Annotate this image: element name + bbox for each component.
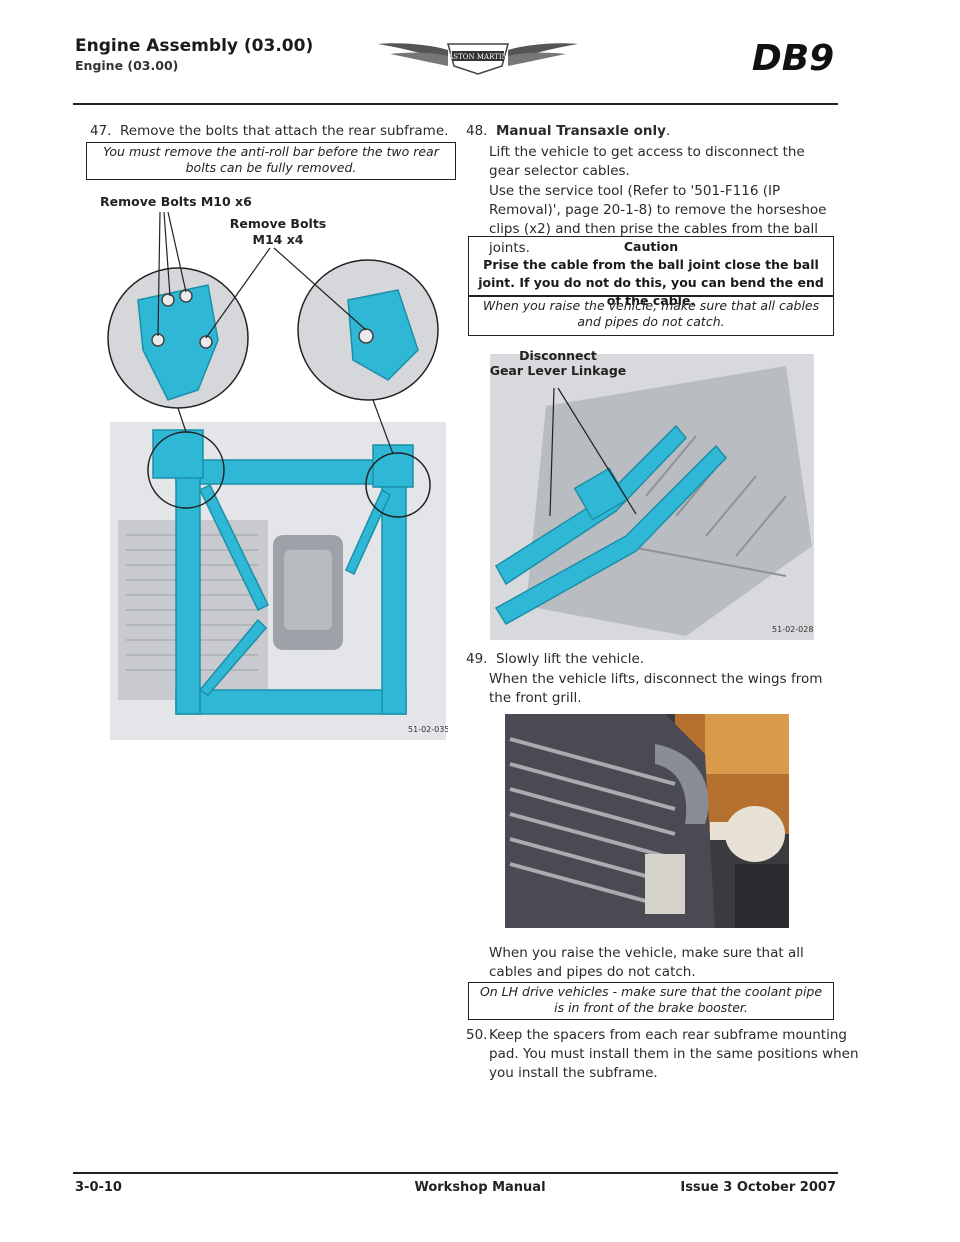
aston-martin-wings-logo: ASTON MARTIN <box>378 43 578 75</box>
step-number: 49. <box>466 651 488 667</box>
logo-text: ASTON MARTIN <box>447 53 508 61</box>
paragraph: Use the service tool (Refer to '501-F116… <box>489 183 827 256</box>
footer-issue: Issue 3 October 2007 <box>680 1180 836 1195</box>
figure-ref: 51-02-035 <box>408 725 448 734</box>
model-text: DB9 <box>752 38 834 78</box>
step-title-suffix: . <box>665 123 671 139</box>
figure-gear-linkage: Disconnect Gear Lever Linkage 51-02-028 <box>486 346 816 642</box>
step-number: 48. <box>466 123 488 139</box>
step-48: 48. Manual Transaxle only. <box>466 122 836 141</box>
paragraph: When you raise the vehicle, make sure th… <box>489 945 804 980</box>
section-title: Engine Assembly (03.00) <box>75 36 314 56</box>
db9-model-badge: DB9 <box>752 38 834 78</box>
caution-heading: Caution <box>623 239 679 254</box>
footer-rule <box>73 1172 838 1174</box>
label-m14: M14 x4 <box>253 232 304 247</box>
note-box: When you raise the vehicle, make sure th… <box>468 296 834 336</box>
step-text: Slowly lift the vehicle. <box>496 651 645 667</box>
paragraph: When the vehicle lifts, disconnect the w… <box>489 671 823 706</box>
header-rule <box>73 103 838 105</box>
step-47: 47. Remove the bolts that attach the rear… <box>90 122 450 141</box>
step-title: Manual Transaxle only <box>496 123 666 139</box>
label-bolts: Remove Bolts <box>230 216 327 231</box>
step-number: 50. <box>466 1027 488 1043</box>
label-disconnect: Disconnect <box>519 348 597 363</box>
figure-rear-subframe: Remove Bolts M10 x6 Remove Bolts M14 x4 … <box>98 190 449 746</box>
footer-manual: Workshop Manual <box>414 1180 546 1195</box>
step-number: 47. <box>90 123 112 139</box>
note-box: On LH drive vehicles - make sure that th… <box>468 982 834 1020</box>
paragraph: Lift the vehicle to get access to discon… <box>489 144 805 179</box>
step-text: Remove the bolts that attach the rear su… <box>120 123 449 139</box>
figure-ref: 51-02-028 <box>772 625 813 634</box>
label-linkage: Gear Lever Linkage <box>490 363 627 378</box>
step-text: Keep the spacers from each rear subframe… <box>489 1027 859 1081</box>
note-box: You must remove the anti-roll bar before… <box>86 142 456 180</box>
step-49: 49. Slowly lift the vehicle. <box>466 650 836 669</box>
step-50: 50.Keep the spacers from each rear subfr… <box>466 1026 859 1083</box>
photo-front-grill <box>505 714 789 928</box>
label-m10: Remove Bolts M10 x6 <box>100 194 252 209</box>
section-subtitle: Engine (03.00) <box>75 58 179 73</box>
page-number: 3-0-10 <box>75 1180 122 1195</box>
caution-box: Caution Prise the cable from the ball jo… <box>468 236 834 308</box>
